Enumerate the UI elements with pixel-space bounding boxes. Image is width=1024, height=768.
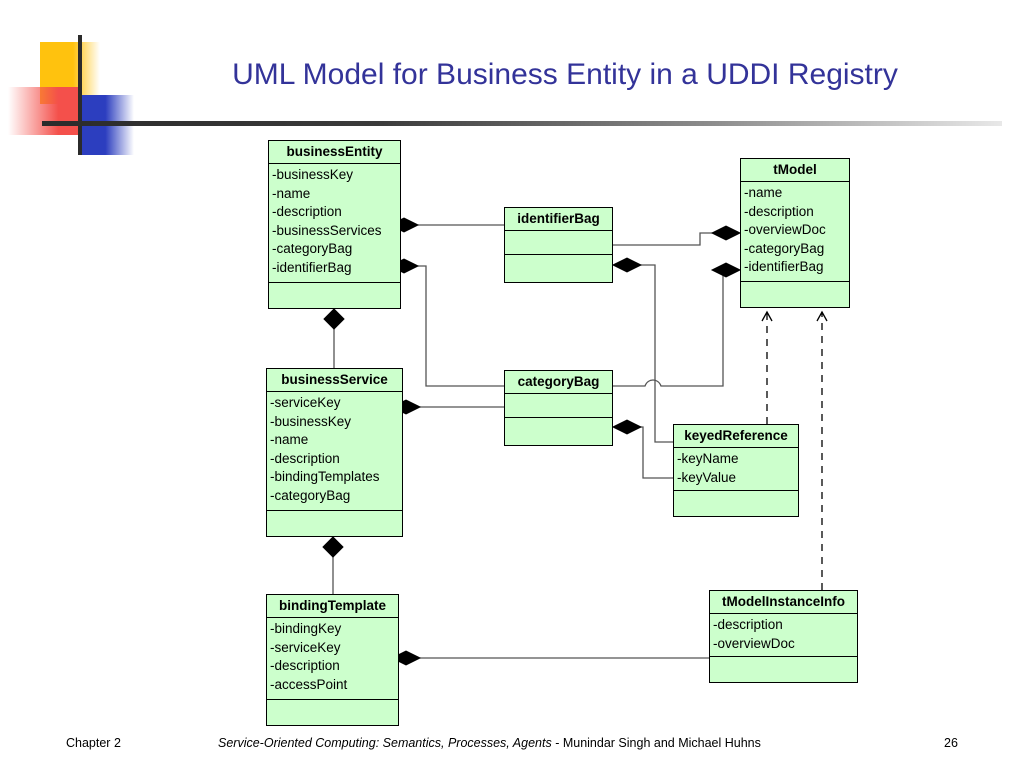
slide-footer: Chapter 2 Service-Oriented Computing: Se…: [0, 733, 1024, 759]
footer-chapter: Chapter 2: [66, 736, 121, 750]
footer-authors: - Munindar Singh and Michael Huhns: [555, 736, 761, 750]
attribute: -categoryBag: [272, 241, 353, 256]
class-name: businessService: [267, 369, 402, 392]
attribute: -description: [713, 617, 783, 632]
class-attributes: [505, 394, 612, 418]
footer-page-number: 26: [944, 736, 958, 750]
class-name: bindingTemplate: [267, 595, 398, 618]
page-title: UML Model for Business Entity in a UDDI …: [232, 58, 898, 91]
class-attributes: -keyName -keyValue: [674, 448, 798, 491]
attribute: -accessPoint: [270, 676, 348, 692]
footer-book-title: Service-Oriented Computing: Semantics, P…: [218, 736, 552, 750]
line-businessEntity-categoryBag: [418, 265, 504, 387]
class-name: businessEntity: [269, 141, 400, 164]
line-identifierBag-tModel: [613, 232, 724, 246]
attribute: -name: [744, 185, 783, 200]
attribute: -bindingTemplates: [270, 469, 380, 484]
uml-class-bindingTemplate[interactable]: bindingTemplate -bindingKey -serviceKey …: [266, 594, 399, 726]
decoration-vertical-rule: [78, 35, 82, 155]
diamond-businessService-bindingTemplate: [322, 536, 344, 558]
attribute: -bindingKey: [270, 621, 342, 636]
attribute: -description: [272, 204, 342, 219]
diamond-categoryBag-keyedReference: [611, 419, 643, 435]
attribute: -description: [270, 658, 340, 673]
attribute: -identifierBag: [744, 259, 824, 274]
attribute: -name: [272, 185, 311, 201]
uml-class-businessService[interactable]: businessService -serviceKey -businessKey…: [266, 368, 403, 537]
line-categoryBag-tModel: [613, 269, 724, 387]
diamond-tModel-identifierBag: [710, 225, 742, 241]
line-categoryBag-keyedReference: [634, 426, 673, 479]
attribute: -businessKey: [270, 413, 352, 429]
attribute: -categoryBag: [744, 240, 825, 256]
line-identifierBag-keyedReference: [634, 264, 673, 443]
class-name: categoryBag: [505, 371, 612, 394]
diamond-identifierBag-keyedReference: [611, 257, 643, 273]
attribute: -overviewDoc: [744, 222, 826, 237]
attribute: -categoryBag: [270, 487, 351, 503]
uml-class-keyedReference[interactable]: keyedReference -keyName -keyValue: [673, 424, 799, 517]
class-attributes: -serviceKey -businessKey -name -descript…: [267, 392, 402, 511]
uml-class-categoryBag[interactable]: categoryBag: [504, 370, 613, 446]
decoration-horizontal-rule: [42, 121, 1002, 126]
class-attributes: -bindingKey -serviceKey -description -ac…: [267, 618, 398, 700]
class-name: tModel: [741, 159, 849, 182]
diamond-tModel-categoryBag: [710, 262, 742, 278]
footer-citation: Service-Oriented Computing: Semantics, P…: [218, 736, 761, 750]
class-attributes: -name -description -overviewDoc -categor…: [741, 182, 849, 282]
attribute: -serviceKey: [270, 395, 341, 410]
attribute: -keyValue: [677, 469, 737, 485]
class-name: tModelInstanceInfo: [710, 591, 857, 614]
decoration-red-square: [8, 87, 80, 135]
uml-class-businessEntity[interactable]: businessEntity -businessKey -name -descr…: [268, 140, 401, 309]
attribute: -overviewDoc: [713, 635, 795, 651]
uml-class-identifierBag[interactable]: identifierBag: [504, 207, 613, 283]
class-attributes: -description -overviewDoc: [710, 614, 857, 657]
class-attributes: [505, 231, 612, 255]
attribute: -description: [270, 450, 340, 466]
uml-class-tModel[interactable]: tModel -name -description -overviewDoc -…: [740, 158, 850, 308]
slide-header: UML Model for Business Entity in a UDDI …: [0, 0, 1024, 155]
uml-class-tModelInstanceInfo[interactable]: tModelInstanceInfo -description -overvie…: [709, 590, 858, 683]
attribute: -businessServices: [272, 222, 382, 238]
attribute: -name: [270, 432, 309, 447]
attribute: -serviceKey: [270, 639, 341, 655]
attribute: -businessKey: [272, 167, 354, 182]
attribute: -identifierBag: [272, 259, 352, 275]
class-name: keyedReference: [674, 425, 798, 448]
class-attributes: -businessKey -name -description -busines…: [269, 164, 400, 283]
attribute: -description: [744, 203, 814, 219]
class-name: identifierBag: [505, 208, 612, 231]
diamond-businessEntity-businessService: [323, 308, 345, 330]
attribute: -keyName: [677, 451, 739, 466]
